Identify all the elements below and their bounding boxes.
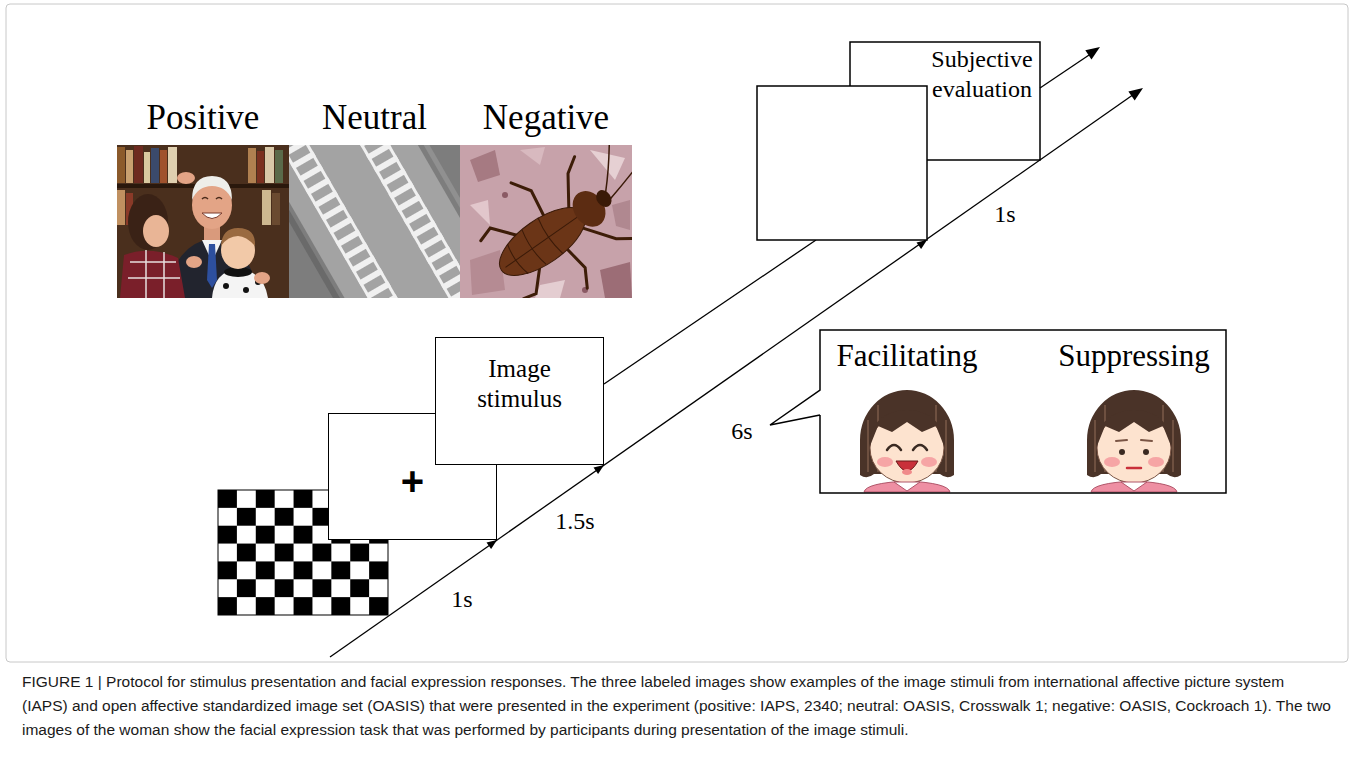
positive-photo: [248, 148, 256, 183]
evaluation-screen: Subjective evaluation: [850, 42, 1040, 160]
smiling-face-features: [887, 445, 927, 450]
timeline-arrow: [330, 42, 1146, 657]
face-illustration: [1087, 390, 1181, 492]
positive-photo: [117, 145, 289, 298]
callout-outline: [770, 330, 1226, 493]
positive-photo: [275, 150, 283, 183]
stimulus-example: Negative: [460, 98, 632, 298]
fixation-cross: +: [401, 461, 424, 501]
negative-photo: [520, 147, 545, 165]
neutral-face-features: [1116, 440, 1152, 441]
screen-outline: [850, 42, 1040, 160]
positive-photo: [143, 215, 169, 247]
neutral-face-features: [1127, 467, 1141, 470]
figure-caption: FIGURE 1 | Protocol for stimulus present…: [22, 670, 1332, 742]
image-heading: Neutral: [289, 98, 460, 138]
face-illustration: [860, 390, 954, 492]
positive-photo: [186, 256, 202, 268]
negative-photo: [460, 145, 632, 298]
negative-photo: [460, 145, 632, 298]
negative-photo: [535, 280, 565, 298]
positive-photo: [221, 228, 255, 246]
positive-photo: [134, 146, 143, 183]
positive-photo: [192, 176, 232, 200]
neutral-photo: [289, 145, 460, 298]
positive-photo: [262, 190, 271, 225]
positive-photo: [160, 150, 167, 183]
positive-photo: [168, 147, 177, 183]
duration-label: 1s: [994, 201, 1015, 229]
positive-photo: [117, 190, 125, 225]
expression-label: Facilitating: [836, 338, 977, 374]
stimulus-example: Neutral: [289, 98, 460, 298]
neutral-photo: [289, 145, 460, 298]
expression-callout: Facilitating Suppressing: [820, 330, 1226, 493]
positive-photo: [117, 147, 125, 183]
positive-photo: [202, 213, 222, 219]
screen-label: Subjective evaluation: [928, 44, 1036, 104]
timeline-arrow: [330, 92, 1137, 657]
positive-photo: [126, 150, 133, 183]
positive-photo: [151, 148, 159, 183]
screen-label: Image stimulus: [460, 354, 579, 414]
negative-photo: [559, 145, 632, 199]
neutral-face-features: [1119, 449, 1125, 455]
neutral-face-features: [1116, 440, 1152, 468]
positive-photo: [117, 145, 289, 298]
timeline-arrow: [1040, 51, 1095, 88]
positive-photo: [265, 147, 274, 183]
positive-photo: [128, 250, 180, 298]
positive-photo: [202, 198, 222, 200]
figure-frame: [6, 4, 1348, 662]
image-heading: Positive: [117, 98, 289, 138]
positive-photo: [254, 272, 270, 284]
face-illustration: [894, 482, 920, 491]
duration-label: 1s: [451, 586, 472, 614]
face-illustration: [870, 410, 944, 446]
negative-photo: [460, 145, 632, 298]
negative-photo: [470, 150, 500, 182]
negative-photo: [470, 250, 505, 295]
duration-label: 1.5s: [555, 508, 594, 536]
duration-label: 6s: [731, 418, 752, 446]
timeline-arrow: [1085, 42, 1103, 59]
positive-photo: [207, 244, 217, 288]
timeline-arrow: [1128, 83, 1146, 100]
face-illustration: [864, 481, 950, 492]
positive-photo: [223, 283, 229, 289]
negative-photo: [600, 262, 632, 298]
smiling-face-features: [902, 469, 912, 475]
face-illustration: [877, 457, 893, 467]
stimulus-screen: Image stimulus: [435, 337, 604, 465]
negative-photo: [502, 192, 508, 198]
negative-photo: [470, 200, 490, 225]
neutral-face-features: [1143, 449, 1149, 455]
blank-screen: [757, 86, 927, 240]
positive-photo: [144, 152, 150, 183]
negative-photo: [612, 200, 630, 230]
positive-photo: [177, 172, 195, 184]
negative-photo: [464, 145, 632, 298]
neutral-photo: [289, 145, 460, 298]
positive-photo: [257, 151, 264, 183]
face-illustration: [921, 457, 937, 467]
expression-label: Suppressing: [1058, 338, 1210, 374]
positive-photo: [272, 193, 280, 225]
positive-photo: [243, 287, 249, 293]
stimulus-example: Positive: [117, 98, 289, 298]
neutral-photo: [289, 145, 460, 298]
smiling-face-features: [887, 445, 927, 475]
image-heading: Negative: [460, 98, 632, 138]
positive-photo: [128, 194, 168, 250]
positive-photo: [120, 251, 185, 298]
timeline-arrow: [604, 240, 816, 384]
